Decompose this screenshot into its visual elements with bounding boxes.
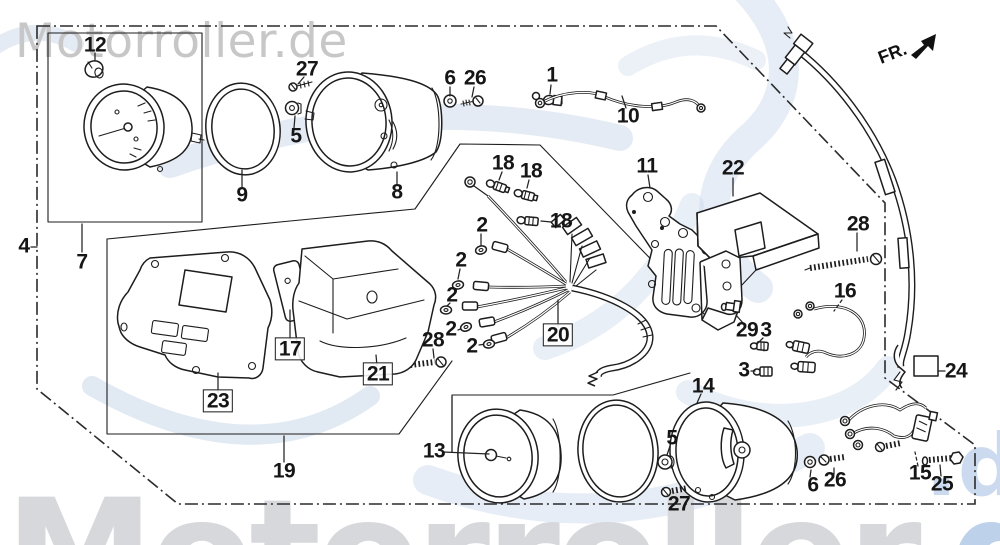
callout-part-3: 3 [760, 318, 772, 342]
callout-part-2: 2 [476, 213, 488, 237]
callout-part-6: 6 [807, 473, 819, 497]
part-27-screw-top [288, 80, 313, 92]
part-8-case [304, 71, 443, 173]
part-13-gauge [457, 408, 562, 504]
part-6-nut-bottom [803, 455, 817, 469]
callout-part-14: 14 [691, 374, 715, 398]
callout-part-12: 12 [83, 33, 107, 57]
callout-part-5: 5 [666, 426, 678, 450]
part-7-speedometer [83, 83, 205, 173]
watermark-top-text: Motorroller.de [15, 14, 348, 69]
callout-part-16: 16 [833, 279, 857, 303]
callout-part-3: 3 [738, 358, 750, 382]
part-27-screw-bottom [660, 485, 689, 498]
part-16-wire [785, 301, 866, 374]
fr-arrow-icon [911, 34, 936, 59]
callout-part-26: 26 [823, 468, 847, 492]
assembly-boundary-frame [36, 25, 976, 505]
subassembly-box-7 [47, 32, 203, 223]
callout-part-24: 24 [944, 359, 968, 383]
part-15-harness [839, 402, 939, 453]
callout-part-28: 28 [846, 212, 870, 236]
callout-part-2: 2 [455, 248, 467, 272]
part-26-screw-top [460, 95, 484, 107]
callout-part-1: 1 [546, 63, 558, 87]
part-3-bulbs [749, 340, 773, 377]
part-5-nut-top [284, 100, 302, 116]
fr-label: FR. [875, 39, 909, 68]
callout-part-23: 23 [202, 389, 234, 413]
callout-part-8: 8 [391, 180, 403, 204]
callout-part-2: 2 [445, 317, 457, 341]
part-12-bulb [84, 60, 104, 79]
fr-direction-indicator: FR. [875, 34, 936, 68]
part-14-case [669, 401, 798, 503]
part-23-meter-cover [116, 251, 273, 380]
callout-part-5: 5 [290, 124, 302, 148]
callout-part-18: 18 [519, 159, 543, 183]
callout-part-21: 21 [362, 362, 394, 386]
callout-part-9: 9 [236, 183, 248, 207]
callout-part-25: 25 [930, 472, 954, 496]
callout-part-27: 27 [667, 492, 691, 516]
callout-part-18: 18 [549, 209, 573, 233]
callout-part-6: 6 [444, 66, 456, 90]
callout-part-2: 2 [446, 283, 458, 307]
callout-part-19: 19 [272, 459, 296, 483]
callout-part-13: 13 [422, 439, 446, 463]
part-13-lens-ring [577, 399, 659, 503]
leader-lines [30, 52, 946, 478]
watermark-corner-text: .de [925, 416, 1000, 516]
part-21-lower-housing [292, 240, 437, 378]
part-24-speedometer-cable [779, 26, 939, 391]
callout-part-10: 10 [616, 104, 640, 128]
callout-part-28: 28 [421, 328, 445, 352]
callout-part-2: 2 [466, 334, 478, 358]
part-28-screw-right [804, 252, 883, 271]
callout-part-27: 27 [295, 57, 319, 81]
callout-part-7: 7 [76, 250, 88, 274]
callout-part-29: 29 [735, 318, 759, 342]
part-25-bolt [921, 451, 964, 466]
part-9-lens-ring [205, 82, 281, 176]
part-22-cover [696, 192, 820, 331]
callout-part-4: 4 [18, 234, 30, 258]
part-2-caps [439, 245, 496, 349]
callout-part-18: 18 [491, 151, 515, 175]
part-26-screw-bottom [818, 454, 846, 466]
part-29-knob [720, 299, 742, 314]
part-18-bulbs [485, 179, 539, 227]
callout-part-15: 15 [908, 461, 932, 485]
part-5-nut-bottom [657, 454, 675, 470]
callout-part-26: 26 [463, 66, 487, 90]
part-10-wire [531, 90, 706, 113]
callout-part-20: 20 [542, 323, 574, 347]
part-6-nut-top [443, 94, 457, 108]
subassembly-box-19 [106, 143, 708, 435]
callout-part-17: 17 [274, 337, 306, 361]
callout-part-11: 11 [636, 154, 658, 178]
part-20-harness [461, 176, 654, 387]
callout-part-22: 22 [721, 156, 745, 180]
